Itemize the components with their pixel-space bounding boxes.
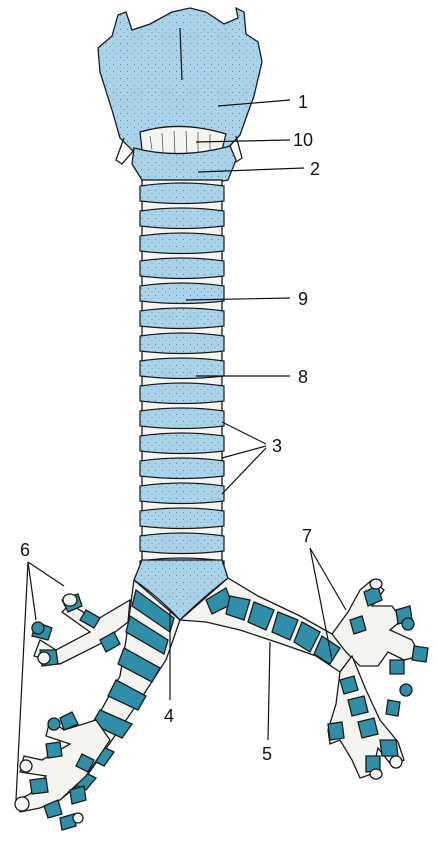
tracheal-ring-stipple [140,283,224,304]
tracheal-ring-stipple [140,333,224,354]
tracheal-ring-stipple [140,233,224,254]
tracheal-ring-stipple [140,433,224,454]
right-upper-lobar-bronchi [32,594,130,666]
label-1: 1 [298,92,308,112]
tracheal-ring-stipple [140,533,224,554]
label-7: 7 [302,526,312,546]
tracheal-ring-stipple [140,308,224,329]
tracheal-ring-stipple [140,508,224,529]
tracheal-ring-stipple [140,483,224,504]
label-6: 6 [20,540,30,560]
label-2: 2 [310,159,320,179]
tracheal-ring-stipple [140,258,224,279]
tracheal-ring-stipple [140,208,224,229]
right-lower-lobar-bronchi [15,712,110,830]
label-8: 8 [298,367,308,387]
trachea [140,180,224,580]
label-5: 5 [262,744,272,764]
label-3: 3 [272,436,282,456]
label-10: 10 [293,130,313,150]
tracheal-ring-stipple [140,383,224,404]
tracheal-ring-stipple [140,408,224,429]
label-9: 9 [298,289,308,309]
label-4: 4 [164,706,174,726]
tracheal-ring-stipple [140,458,224,479]
tracheal-ring-stipple [140,183,224,204]
